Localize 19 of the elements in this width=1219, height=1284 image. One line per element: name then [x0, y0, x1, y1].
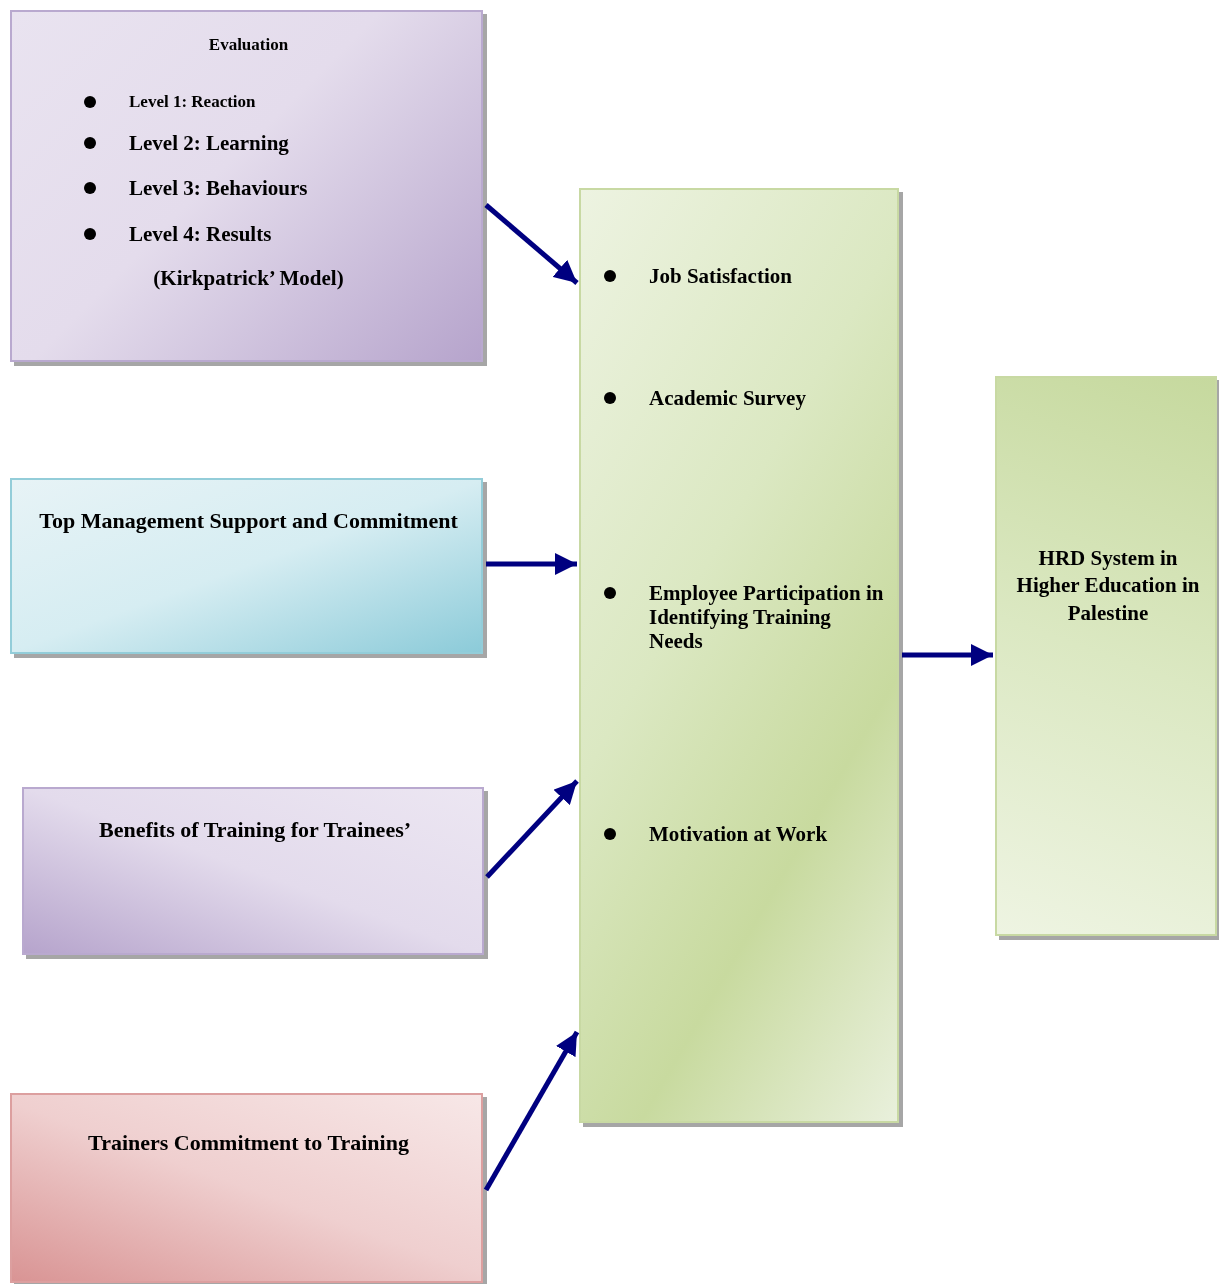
arrow: [486, 552, 577, 576]
label: Top Management Support and Commitment: [38, 508, 459, 534]
label: Job Satisfaction: [649, 264, 793, 289]
label: Motivation at Work: [649, 822, 829, 847]
arrow: [484, 203, 579, 285]
label: Level 2: Learning: [129, 131, 290, 156]
arrow: [485, 779, 579, 879]
label: Level 1: Reaction: [129, 92, 257, 112]
label: Benefits of Training for Trainees’: [97, 817, 413, 843]
label: Academic Survey: [649, 386, 807, 411]
arrow: [483, 1030, 580, 1192]
label: Level 4: Results: [129, 222, 273, 247]
heading: Evaluation: [207, 35, 290, 55]
label: Trainers Commitment to Training: [87, 1130, 410, 1156]
label: Level 3: Behaviours: [129, 176, 309, 201]
label: HRD System in Higher Education in Palestine: [1015, 545, 1201, 627]
arrow: [902, 643, 993, 667]
label: Employee Participation in Identifying Training Needs: [649, 581, 885, 654]
label: (Kirkpatrick’ Model): [152, 266, 345, 291]
